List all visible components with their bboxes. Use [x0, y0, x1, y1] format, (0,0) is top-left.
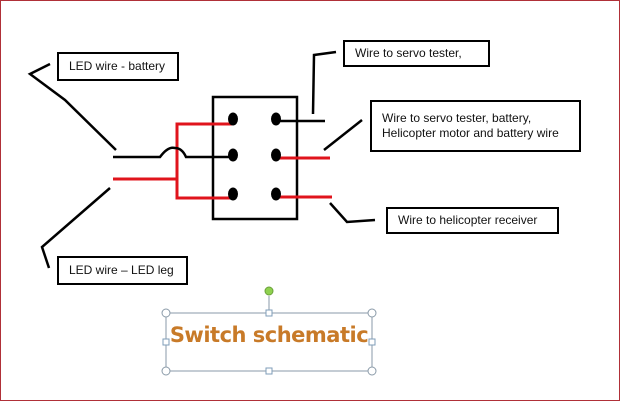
black-wire-led-battery	[113, 146, 232, 159]
resize-handle-left[interactable]	[162, 338, 170, 346]
rotate-handle[interactable]	[264, 286, 274, 296]
label-led-battery: LED wire - battery	[57, 52, 179, 81]
label-servo-tester-text: Wire to servo tester,	[355, 46, 462, 60]
resize-handle-bottom-left[interactable]	[161, 366, 171, 376]
label-heli-receiver: Wire to helicopter receiver	[386, 207, 559, 234]
resize-handle-right[interactable]	[368, 338, 376, 346]
diagram-title[interactable]: Switch schematic	[169, 323, 369, 347]
leader-led-battery	[27, 62, 117, 151]
resize-handle-top[interactable]	[265, 309, 273, 317]
leader-led-leg	[40, 187, 111, 269]
label-servo-tester: Wire to servo tester,	[343, 40, 490, 67]
terminal-1	[228, 112, 238, 126]
red-wire-top-left	[175, 122, 232, 200]
resize-handle-bottom[interactable]	[265, 367, 273, 375]
terminal-4	[271, 148, 281, 162]
label-led-leg: LED wire – LED leg	[57, 256, 188, 285]
label-led-leg-text: LED wire – LED leg	[69, 263, 174, 277]
leader-servo-tester	[311, 50, 337, 115]
label-led-battery-text: LED wire - battery	[69, 59, 166, 73]
label-servo-battery-line1: Wire to servo tester, battery,	[382, 111, 532, 125]
terminal-2	[271, 112, 281, 126]
label-heli-receiver-text: Wire to helicopter receiver	[398, 213, 538, 227]
resize-handle-top-right[interactable]	[367, 308, 377, 318]
leader-heli-receiver	[329, 202, 376, 224]
label-servo-battery: Wire to servo tester, battery, Helicopte…	[370, 100, 581, 152]
leader-servo-battery	[323, 119, 363, 151]
terminal-5	[228, 187, 238, 201]
label-servo-battery-line2: Helicopter motor and battery wire	[382, 126, 559, 140]
terminal-3	[228, 148, 238, 162]
resize-handle-bottom-right[interactable]	[367, 366, 377, 376]
terminal-6	[271, 187, 281, 201]
resize-handle-top-left[interactable]	[161, 308, 171, 318]
